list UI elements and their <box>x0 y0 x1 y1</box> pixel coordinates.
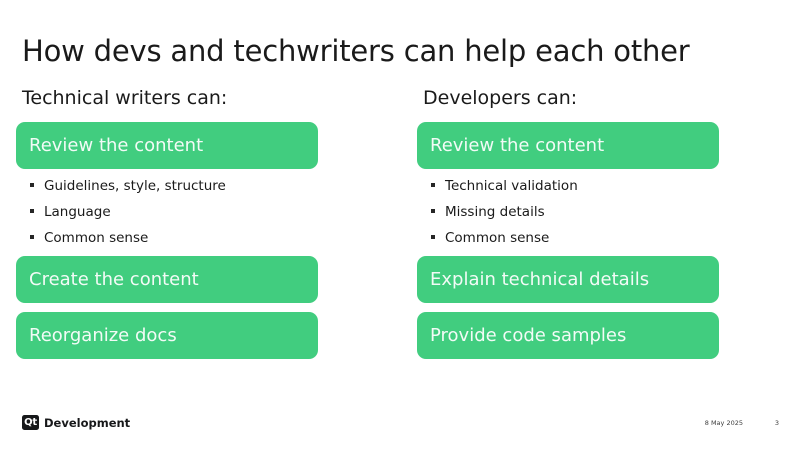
action-box-explain-technical-details[interactable]: Explain technical details <box>417 256 719 303</box>
action-box-label: Provide code samples <box>430 324 627 346</box>
list-item-label: Language <box>44 204 111 220</box>
action-box-label: Review the content <box>430 134 605 156</box>
list-item-label: Common sense <box>445 230 550 246</box>
action-box-reorganize-docs[interactable]: Reorganize docs <box>16 312 318 359</box>
list-item: Guidelines, style, structure <box>16 178 320 195</box>
action-box-label: Reorganize docs <box>29 324 177 346</box>
list-item: Common sense <box>417 230 721 247</box>
action-box-label: Explain technical details <box>430 268 650 290</box>
footer-date: 8 May 2025 <box>704 419 743 427</box>
bullet-square-icon <box>431 183 435 187</box>
brand-name-label: Development <box>44 415 131 430</box>
action-box-provide-code-samples[interactable]: Provide code samples <box>417 312 719 359</box>
qt-logo-mark-label: Qt <box>24 416 37 428</box>
list-item: Language <box>16 204 320 221</box>
column-technical-writers: Technical writers can: Review the conten… <box>16 86 320 368</box>
action-box-label: Create the content <box>29 268 199 290</box>
bullet-square-icon <box>30 209 34 213</box>
slide-footer: Qt Development 8 May 2025 3 <box>0 410 800 450</box>
bullet-list: Guidelines, style, structure Language Co… <box>16 178 320 247</box>
list-item-label: Common sense <box>44 230 149 246</box>
column-heading: Technical writers can: <box>22 87 228 109</box>
action-box-create-content[interactable]: Create the content <box>16 256 318 303</box>
action-box-review-content[interactable]: Review the content <box>16 122 318 169</box>
list-item-label: Missing details <box>445 204 545 220</box>
bullet-square-icon <box>431 209 435 213</box>
qt-logo-icon: Qt <box>22 415 39 430</box>
bullet-list: Technical validation Missing details Com… <box>417 178 721 247</box>
list-item: Technical validation <box>417 178 721 195</box>
brand-logo: Qt Development <box>22 415 130 430</box>
list-item: Missing details <box>417 204 721 221</box>
list-item: Common sense <box>16 230 320 247</box>
footer-page-number: 3 <box>774 419 779 427</box>
list-item-label: Technical validation <box>445 178 578 194</box>
column-heading: Developers can: <box>423 87 578 109</box>
action-box-label: Review the content <box>29 134 204 156</box>
page-title: How devs and techwriters can help each o… <box>22 34 690 69</box>
column-developers: Developers can: Review the content Techn… <box>417 86 721 368</box>
action-box-review-content[interactable]: Review the content <box>417 122 719 169</box>
bullet-square-icon <box>30 183 34 187</box>
bullet-square-icon <box>30 235 34 239</box>
list-item-label: Guidelines, style, structure <box>44 178 226 194</box>
bullet-square-icon <box>431 235 435 239</box>
